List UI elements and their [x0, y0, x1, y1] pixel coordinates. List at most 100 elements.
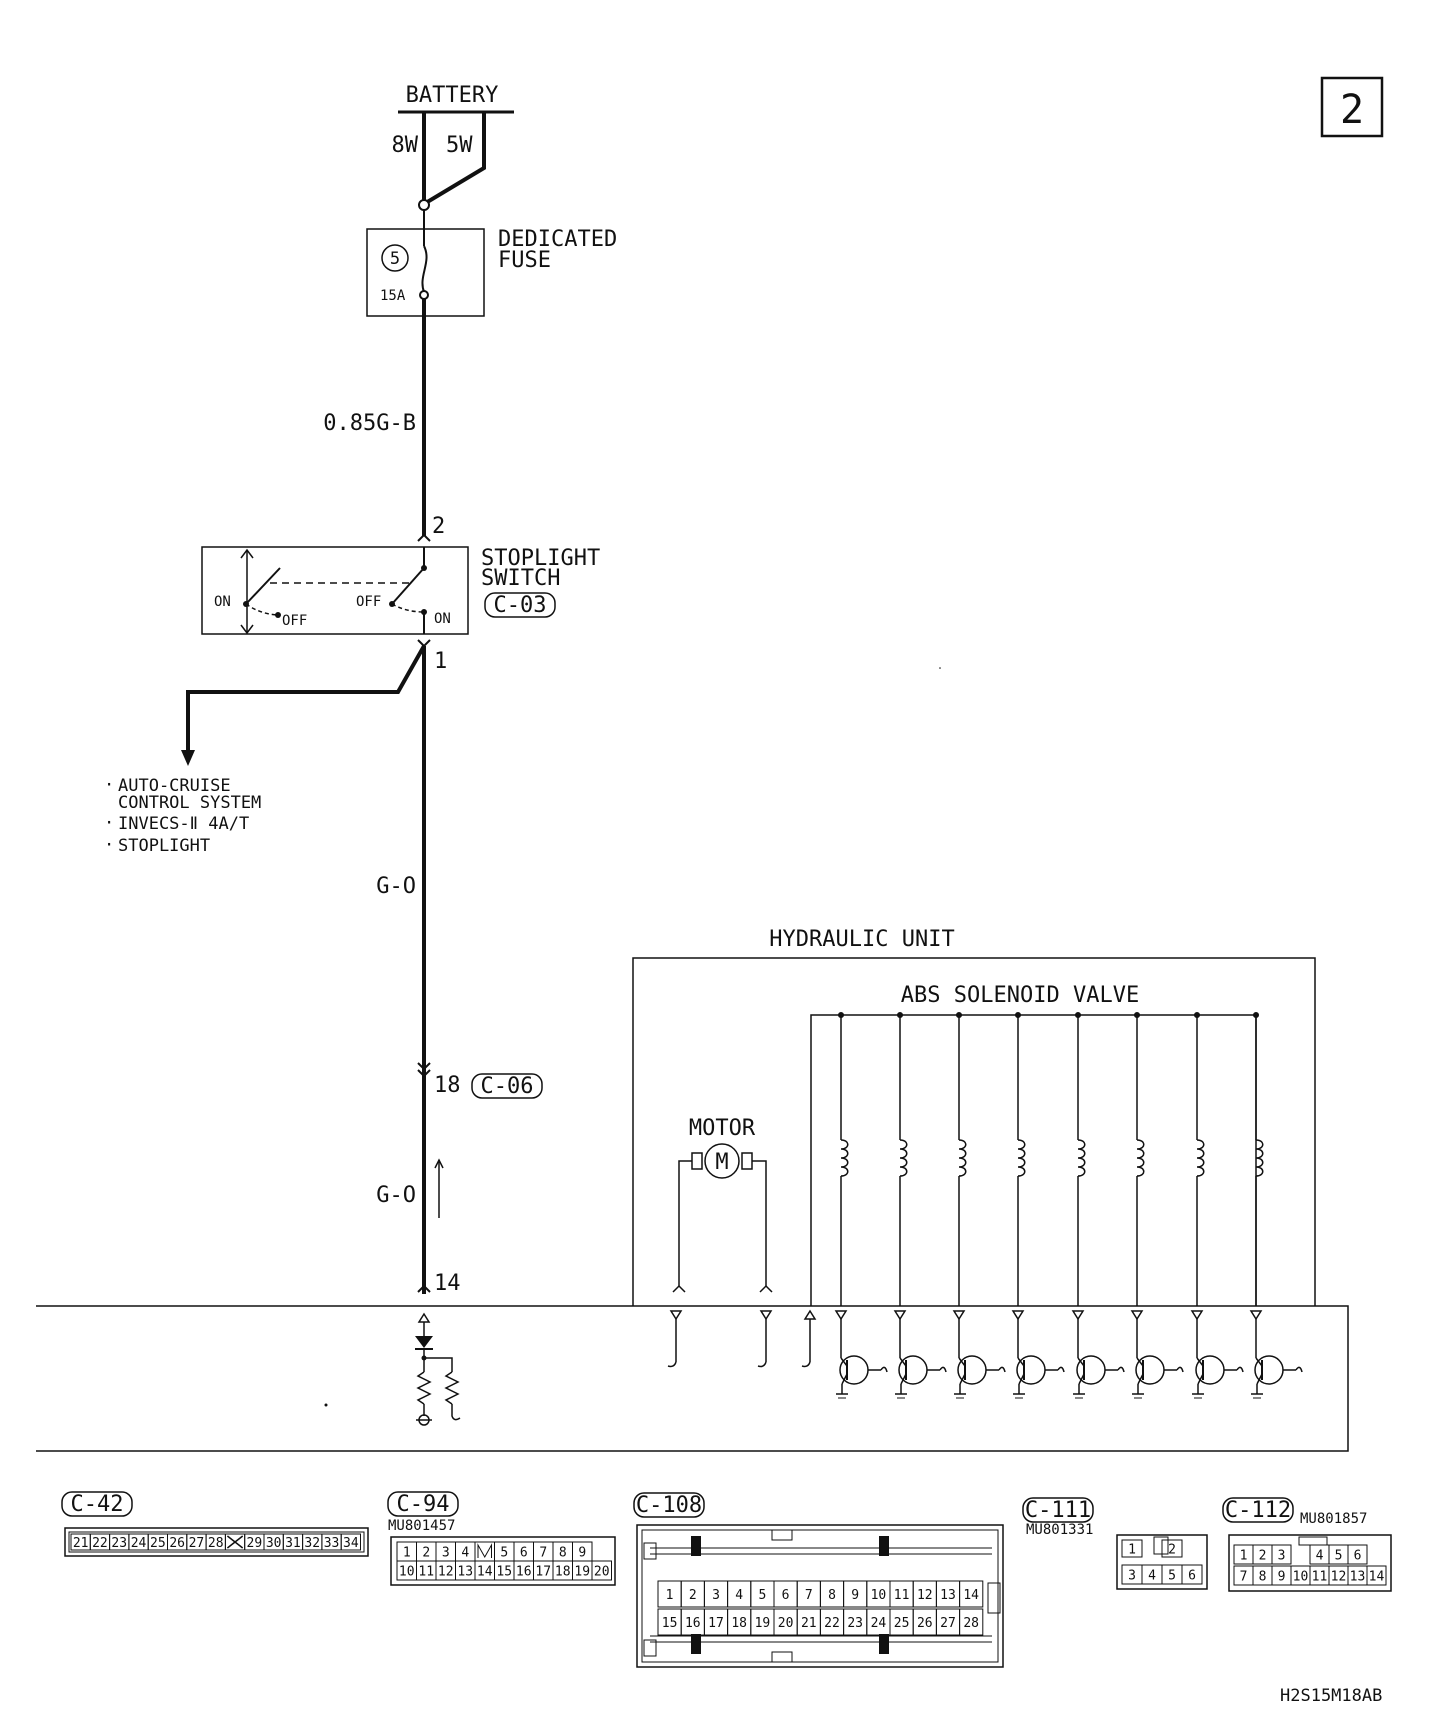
svg-text:24: 24 — [871, 1616, 887, 1631]
svg-text:7: 7 — [805, 1588, 813, 1603]
c06-pin: 18 — [434, 1073, 461, 1098]
driver-transistor — [1011, 1310, 1065, 1399]
svg-text:23: 23 — [847, 1616, 863, 1631]
connector-pin: 2 — [1252, 1544, 1273, 1565]
svg-text:2: 2 — [1168, 1543, 1176, 1558]
svg-text:11: 11 — [418, 1565, 434, 1580]
svg-text:14: 14 — [1369, 1570, 1385, 1585]
solenoid-coil — [1194, 1012, 1205, 1306]
svg-text:4: 4 — [1148, 1569, 1156, 1584]
svg-text:17: 17 — [708, 1616, 724, 1631]
connector-pin: 12 — [1328, 1565, 1349, 1586]
svg-text:25: 25 — [150, 1536, 166, 1551]
svg-text:22: 22 — [92, 1536, 108, 1551]
connector-pin: 5 — [1328, 1544, 1349, 1565]
motor-symbol: M — [715, 1150, 728, 1175]
svg-text:13: 13 — [940, 1588, 956, 1603]
abs-solenoid-valves — [810, 1012, 1264, 1306]
svg-text:7: 7 — [1240, 1570, 1248, 1585]
svg-text:18: 18 — [555, 1565, 571, 1580]
connector-pin: 27 — [935, 1608, 961, 1636]
connector-pin: 7 — [1233, 1565, 1254, 1586]
document-code: H2S15M18AB — [1280, 1686, 1382, 1706]
wire-label-go-low: G-O — [376, 1183, 416, 1208]
solenoid-coil — [897, 1012, 908, 1306]
connector-pin: 5 — [750, 1580, 775, 1608]
switch-label-line1: STOPLIGHT — [481, 546, 600, 571]
switch-off-right: OFF — [356, 594, 381, 610]
battery-wire-5w: 5W — [446, 133, 473, 158]
driver-transistor — [1249, 1310, 1303, 1399]
connector-pin: 9 — [572, 1541, 593, 1562]
stoplight-switch: ON OFF OFF ON STOPLIGHT SWITCH C-03 — [201, 546, 600, 635]
connector-pin: 7 — [796, 1580, 821, 1608]
battery: BATTERY 8W 5W — [392, 83, 514, 208]
svg-text:19: 19 — [574, 1565, 590, 1580]
driver-transistor — [1071, 1310, 1125, 1399]
abs-ecu-box — [36, 1305, 1349, 1452]
switch-pin-top: 2 — [432, 514, 445, 539]
connector-pin: 5 — [494, 1541, 515, 1562]
svg-text:20: 20 — [778, 1616, 794, 1631]
connector-pin: 9 — [1271, 1565, 1292, 1586]
connector-pin: 1 — [396, 1541, 417, 1562]
svg-text:27: 27 — [940, 1616, 956, 1631]
connector-pin: 9 — [843, 1580, 868, 1608]
connector-pin: 1 — [1233, 1544, 1254, 1565]
svg-text:8: 8 — [1259, 1570, 1267, 1585]
svg-text:33: 33 — [324, 1536, 340, 1551]
connector-pin: 28 — [959, 1608, 984, 1636]
connector-pin — [474, 1541, 495, 1562]
connector-pin: 14 — [1366, 1565, 1387, 1586]
connector-pin: 25 — [147, 1533, 168, 1551]
svg-text:12: 12 — [438, 1565, 454, 1580]
branch-item-0: AUTO-CRUISE — [118, 776, 231, 796]
connector-pin: 4 — [1309, 1544, 1330, 1565]
svg-text:27: 27 — [189, 1536, 205, 1551]
ecu-pin: 14 — [434, 1271, 461, 1296]
connector-pin: 16 — [680, 1608, 705, 1636]
driver-transistor — [1130, 1310, 1184, 1399]
svg-text:18: 18 — [731, 1616, 747, 1631]
svg-text:11: 11 — [894, 1588, 910, 1603]
c94-part: MU801457 — [388, 1518, 455, 1534]
connector-pin: 16 — [513, 1560, 534, 1581]
connector-pin: 3 — [703, 1580, 729, 1608]
connector-pin: 13 — [455, 1560, 476, 1581]
svg-text:·: · — [104, 835, 114, 855]
svg-text:21: 21 — [73, 1536, 89, 1551]
branch-item-2: INVECS-Ⅱ 4A/T — [118, 814, 249, 834]
svg-text:34: 34 — [343, 1536, 359, 1551]
svg-text:14: 14 — [477, 1565, 493, 1580]
connector-pin: 3 — [1121, 1564, 1143, 1585]
svg-text:4: 4 — [461, 1546, 469, 1561]
svg-text:8: 8 — [559, 1546, 567, 1561]
connector-pin: 2 — [416, 1541, 437, 1562]
svg-text:12: 12 — [1331, 1570, 1347, 1585]
connector-pin: 19 — [572, 1560, 593, 1581]
svg-text:8: 8 — [828, 1588, 836, 1603]
switch-connector: C-03 — [494, 593, 547, 618]
connector-pin: 30 — [263, 1533, 284, 1551]
switch-on-right: ON — [434, 611, 451, 627]
c111-id: C-111 — [1025, 1498, 1091, 1523]
svg-text:10: 10 — [399, 1565, 415, 1580]
fuse-number: 5 — [390, 249, 400, 269]
c42-id: C-42 — [71, 1492, 124, 1517]
connector-pin: 20 — [591, 1560, 612, 1581]
connector-pin: 17 — [533, 1560, 554, 1581]
connector-pin: 20 — [773, 1608, 798, 1636]
connector-pin: 32 — [302, 1533, 323, 1551]
connector-pin: 24 — [128, 1533, 149, 1551]
fuse-label-line2: FUSE — [498, 248, 551, 273]
svg-text:26: 26 — [917, 1616, 933, 1631]
connector-pin: 14 — [959, 1580, 984, 1608]
svg-text:1: 1 — [666, 1588, 674, 1603]
svg-text:19: 19 — [755, 1616, 771, 1631]
svg-text:1: 1 — [403, 1546, 411, 1561]
connector-pin: 19 — [750, 1608, 775, 1636]
connector-pin: 11 — [416, 1560, 437, 1581]
connector-pin: 4 — [455, 1541, 476, 1562]
